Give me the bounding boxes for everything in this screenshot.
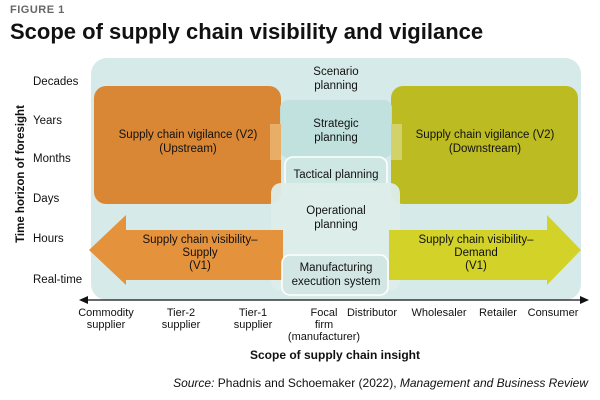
vigilance-downstream-overlap xyxy=(391,124,402,160)
visibility-demand-arrow xyxy=(389,215,581,285)
x-axis-arrow-left xyxy=(79,296,88,304)
tactical-label: Tactical planning xyxy=(293,169,378,181)
x-tick-label-line-2: firm xyxy=(315,319,333,331)
x-tick-label-line-2: supplier xyxy=(162,319,201,331)
mes-label-line-2: execution system xyxy=(292,276,381,288)
vigilance-downstream-label-line-2: (Downstream) xyxy=(449,143,521,155)
mes-label-line-1: Manufacturing xyxy=(300,262,373,274)
strategic-planning-region xyxy=(280,100,392,158)
x-axis-label: Scope of supply chain insight xyxy=(250,348,420,362)
vigilance-upstream-label-line-1: Supply chain vigilance (V2) xyxy=(119,129,258,141)
y-axis-label: Time horizon of foresight xyxy=(15,105,27,243)
strategic-label-line-1: Strategic xyxy=(313,118,359,130)
scenario-label-line-2: planning xyxy=(314,80,357,92)
x-tick-label-line-1: Commodity xyxy=(78,307,134,319)
vigilance-upstream-region xyxy=(94,86,281,204)
visibility-demand-label-line-1: Supply chain visibility– xyxy=(418,234,534,246)
y-tick-label: Real-time xyxy=(33,274,82,286)
x-tick-label-line-3: (manufacturer) xyxy=(288,331,360,343)
visibility-supply-label-line-3: (V1) xyxy=(189,260,211,272)
x-tick-label-line-1: Tier-1 xyxy=(239,307,267,319)
vigilance-downstream-label-line-1: Supply chain vigilance (V2) xyxy=(416,129,555,141)
vigilance-downstream-region xyxy=(391,86,578,204)
source-note: Source: Phadnis and Schoemaker (2022), M… xyxy=(173,376,588,390)
x-axis-arrow-right xyxy=(580,296,589,304)
visibility-supply-label-line-2: Supply xyxy=(182,247,217,259)
scenario-label-line-1: Scenario xyxy=(313,66,358,78)
source-authors: Phadnis and Schoemaker (2022), xyxy=(214,376,400,390)
y-tick-label: Days xyxy=(33,193,59,205)
x-tick-label: Consumer xyxy=(528,307,579,319)
x-tick-label: Retailer xyxy=(479,307,517,319)
y-tick-label: Decades xyxy=(33,76,79,88)
y-tick-label: Months xyxy=(33,153,71,165)
visibility-demand-label-line-3: (V1) xyxy=(465,260,487,272)
x-tick-label: Distributor xyxy=(347,307,397,319)
x-tick-label: Wholesaler xyxy=(411,307,466,319)
y-tick-label: Years xyxy=(33,115,62,127)
strategic-label-line-2: planning xyxy=(314,132,357,144)
x-tick-label-line-2: supplier xyxy=(87,319,126,331)
source-prefix: Source: xyxy=(173,376,215,390)
visibility-demand-label-line-2: Demand xyxy=(454,247,497,259)
operational-label-line-2: planning xyxy=(314,219,357,231)
mes-region xyxy=(281,254,389,296)
figure-title: Scope of supply chain visibility and vig… xyxy=(10,19,484,44)
x-tick-label-line-1: Focal xyxy=(311,307,338,319)
x-tick-label-line-1: Tier-2 xyxy=(167,307,195,319)
y-tick-label: Hours xyxy=(33,233,64,245)
source-journal: Management and Business Review xyxy=(399,376,588,390)
visibility-supply-label-line-1: Supply chain visibility– xyxy=(142,234,258,246)
x-tick-label-line-2: supplier xyxy=(234,319,273,331)
vigilance-upstream-label-line-2: (Upstream) xyxy=(159,143,217,155)
visibility-supply-arrow xyxy=(89,215,283,285)
figure-label: FIGURE 1 xyxy=(10,4,65,16)
operational-label-line-1: Operational xyxy=(306,205,365,217)
vigilance-upstream-overlap xyxy=(270,124,281,160)
